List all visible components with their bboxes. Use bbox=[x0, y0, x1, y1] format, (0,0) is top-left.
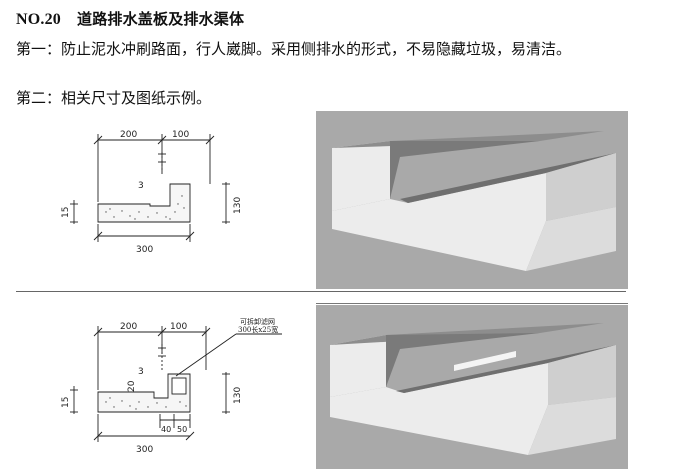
section-number: NO.20 bbox=[16, 11, 61, 28]
render-divider bbox=[316, 303, 628, 304]
point-one-text: 第一：防止泥水冲刷路面，行人崴脚。采用侧排水的形式，不易隐藏垃圾，易清洁。 bbox=[16, 40, 572, 58]
dim-300-label: 300 bbox=[136, 245, 153, 255]
dim-3-label: 3 bbox=[138, 181, 144, 191]
bottom-section-drawing: 200 100 3 15 20 130 40 50 300 可拆卸滤网 300长… bbox=[61, 317, 282, 455]
dim-200-label-bottom: 200 bbox=[120, 322, 137, 332]
page-title: NO.20 道路排水盖板及排水渠体 bbox=[16, 8, 244, 29]
dim-100-label-bottom: 100 bbox=[170, 322, 187, 332]
section-divider bbox=[16, 291, 626, 292]
dim-130-label: 130 bbox=[233, 197, 243, 214]
section-title: 道路排水盖板及排水渠体 bbox=[77, 10, 245, 28]
dim-15-label-bottom: 15 bbox=[61, 397, 71, 408]
dim-100-label: 100 bbox=[172, 130, 189, 140]
filter-note-line1: 可拆卸滤网 bbox=[240, 317, 275, 326]
dim-15-label: 15 bbox=[61, 207, 71, 218]
dim-40-label-bottom: 40 bbox=[161, 425, 171, 434]
filter-note-line2: 300长x25宽 bbox=[238, 325, 278, 334]
dim-200-label: 200 bbox=[120, 130, 137, 140]
dim-130-label-bottom: 130 bbox=[233, 387, 243, 404]
top-section-drawing: 200 100 3 15 130 300 bbox=[61, 130, 243, 255]
bottom-render-image bbox=[316, 305, 628, 469]
point-two-text: 第二：相关尺寸及图纸示例。 bbox=[16, 89, 212, 107]
dim-50-label-bottom: 50 bbox=[177, 425, 187, 434]
bottom-render-svg bbox=[316, 305, 628, 469]
dim-300-label-bottom: 300 bbox=[136, 445, 153, 455]
top-render-image bbox=[316, 111, 628, 289]
dim-20-label-bottom: 20 bbox=[127, 380, 137, 392]
dim-3-label-bottom: 3 bbox=[138, 367, 144, 377]
top-render-svg bbox=[316, 111, 628, 289]
